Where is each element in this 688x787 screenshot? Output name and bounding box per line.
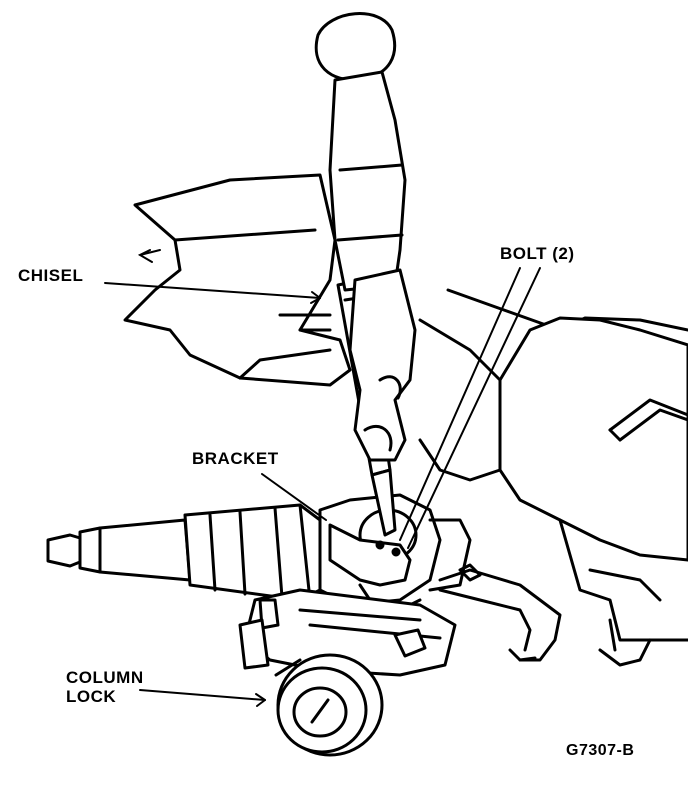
column-lock-label-line1: COLUMN (66, 668, 144, 687)
hammer (314, 12, 407, 292)
figure-code: G7307-B (566, 742, 635, 759)
chisel-label: CHISEL (18, 266, 84, 285)
column-lock (274, 653, 384, 757)
leader-lines (104, 267, 541, 707)
column-lock-label-line2: LOCK (66, 687, 117, 706)
left-hand (123, 173, 352, 387)
column-lock-label: COLUMN LOCK (66, 668, 144, 706)
steering-column (46, 493, 472, 607)
lower-support (438, 563, 562, 662)
lower-housing (238, 588, 457, 677)
right-hand (348, 268, 417, 462)
bolt-label: BOLT (2) (500, 244, 575, 263)
bracket-label: BRACKET (192, 449, 279, 468)
instrument-panel (418, 288, 688, 667)
